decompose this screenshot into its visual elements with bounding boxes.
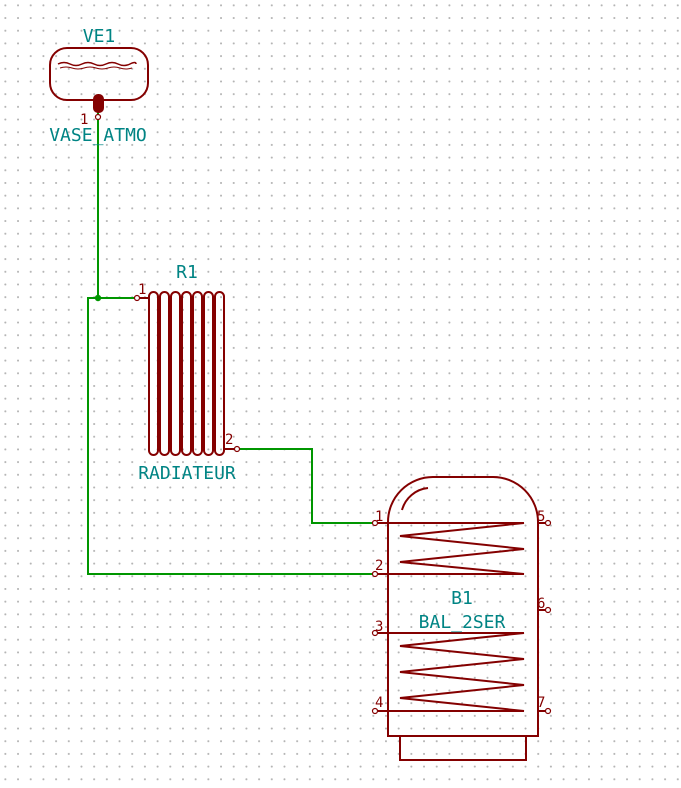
wire-junction-to-tank-2[interactable]: [87, 297, 373, 575]
vessel-water-line: [57, 61, 137, 67]
tank-pin-6-number: 6: [537, 596, 545, 612]
vessel-reference: VE1: [83, 26, 116, 47]
tank-upper-coil: [378, 522, 525, 575]
vessel-water-line-2: [59, 66, 133, 70]
tank-pin-4[interactable]: [371, 707, 379, 715]
tank-pin-3[interactable]: [371, 629, 379, 637]
tank-body: [387, 476, 539, 737]
tank-dome-mark: [401, 487, 429, 511]
tank-pin-1[interactable]: [371, 519, 379, 527]
radiator-pin-1[interactable]: [133, 294, 141, 302]
radiator-pin-2[interactable]: [233, 445, 241, 453]
wire-radiator-out-to-tank-1[interactable]: [237, 448, 373, 524]
radiator-pin-1-number: 1: [138, 282, 146, 298]
tank-base: [399, 735, 527, 761]
tank-value: BAL_2SER: [419, 612, 506, 633]
tank-pin-4-number: 4: [375, 695, 383, 711]
tank-reference: B1: [451, 588, 473, 609]
tank-pin-3-number: 3: [375, 619, 383, 635]
vessel-body: [49, 47, 149, 101]
wire-junction-dot: [94, 294, 102, 302]
tank-pin-5-number: 5: [537, 509, 545, 525]
vessel-pin-1[interactable]: [94, 113, 102, 121]
radiator-reference: R1: [176, 262, 198, 283]
wires: [87, 112, 373, 575]
tank-pin-6[interactable]: [544, 606, 552, 614]
vessel-value: VASE_ATMO: [49, 125, 147, 146]
tank-pin-1-number: 1: [375, 509, 383, 525]
vessel-outlet: [93, 94, 104, 113]
tank-lower-coil: [378, 632, 525, 712]
storage-tank[interactable]: 1 2 3 4 5 6 7 B1 BAL_2SER: [371, 476, 552, 761]
radiator-fins: [148, 291, 225, 456]
radiator-pin-2-number: 2: [225, 432, 233, 448]
tank-pin-2-number: 2: [375, 558, 383, 574]
tank-pins: [371, 519, 552, 715]
radiator[interactable]: 1 2 R1 RADIATEUR: [133, 262, 241, 484]
tank-pin-5[interactable]: [544, 519, 552, 527]
expansion-vessel[interactable]: 1 VE1 VASE_ATMO: [49, 26, 149, 146]
radiator-value: RADIATEUR: [138, 463, 236, 484]
tank-pin-7[interactable]: [544, 707, 552, 715]
tank-pin-2[interactable]: [371, 570, 379, 578]
vessel-pin-1-number: 1: [80, 112, 88, 128]
tank-pin-7-number: 7: [537, 695, 545, 711]
